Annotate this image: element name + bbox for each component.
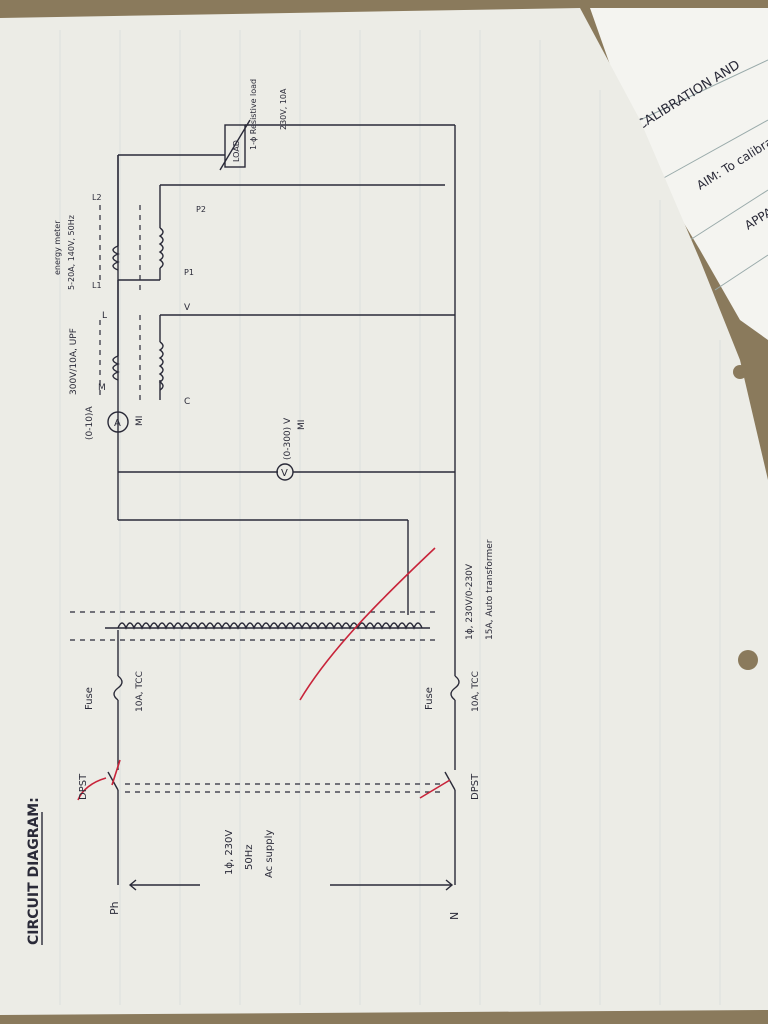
load-rating: 230V, 10A xyxy=(279,88,288,130)
wattmeter-c: C xyxy=(184,397,190,407)
wattmeter-v: V xyxy=(184,303,191,313)
voltmeter-range: (0-300) V xyxy=(283,417,293,460)
labels: Ph N 1ϕ, 230V 50Hz Ac supply DPST DPST F… xyxy=(53,79,495,920)
second-sheet: CALIBRATION AND AIM: To calibrat APPAR xyxy=(590,8,768,340)
voltmeter-symbol: V xyxy=(281,468,288,479)
supply-line-3: Ac supply xyxy=(264,830,275,878)
energy-p1: P1 xyxy=(184,268,194,277)
ammeter-type: MI xyxy=(135,416,145,426)
wattmeter-l: L xyxy=(102,311,107,321)
energy-l1: L1 xyxy=(92,281,102,290)
ammeter-symbol: A xyxy=(114,418,121,429)
circuit-wiring xyxy=(70,119,460,891)
energy-p2: P2 xyxy=(196,205,206,214)
ph-label: Ph xyxy=(108,901,121,915)
wattmeter-m: M xyxy=(98,383,106,393)
page-title: CIRCUIT DIAGRAM: xyxy=(26,797,42,945)
wattmeter-rating: 300V/10A, UPF xyxy=(69,328,79,395)
supply-line-1: 1ϕ, 230V xyxy=(224,830,235,875)
red-annotations xyxy=(77,547,451,801)
autotransformer-rating: 1ϕ, 230V/0-230V xyxy=(465,563,475,640)
energy-meter-title: energy meter xyxy=(53,220,62,275)
dpst-bottom-label: DPST xyxy=(470,773,481,800)
voltmeter-type: MI xyxy=(297,420,307,430)
energy-l2: L2 xyxy=(92,193,102,202)
ammeter-range: (0-10)A xyxy=(85,406,95,440)
autotransformer-name: 15A, Auto transformer xyxy=(485,539,495,640)
fuse-top-label: Fuse xyxy=(84,687,95,710)
dpst-top-label: DPST xyxy=(78,773,89,800)
energy-meter-rating: 5-20A, 140V, 50Hz xyxy=(67,215,76,290)
load-letters: LOAD xyxy=(232,140,241,162)
neutral-label: N xyxy=(448,912,461,920)
main-sheet xyxy=(0,8,768,1015)
fuse-bottom-label: Fuse xyxy=(424,687,435,710)
supply-line-2: 50Hz xyxy=(244,845,255,871)
fuse-bottom-rating: 10A, TCC xyxy=(471,671,481,712)
fuse-top-rating: 10A, TCC xyxy=(135,671,145,712)
load-type: 1-ϕ Resistive load xyxy=(249,79,258,150)
